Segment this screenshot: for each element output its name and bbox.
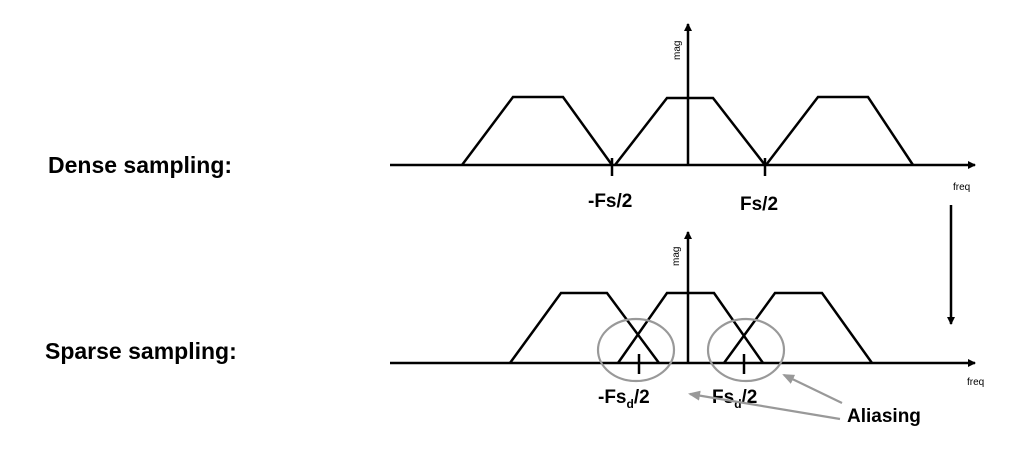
sparse-plot: mag freq -Fsd/2 Fsd/2 Aliasing — [390, 231, 984, 427]
aliasing-circle-right — [706, 317, 786, 383]
aliasing-arrow-right — [782, 374, 843, 404]
aliasing-arrow-left — [688, 390, 841, 421]
dense-spectrum-left — [461, 95, 614, 166]
dense-sampling-label: Dense sampling: — [48, 152, 233, 178]
sparse-freq-label: freq — [967, 377, 984, 388]
dense-mag-label: mag — [672, 41, 683, 60]
sparse-sampling-label: Sparse sampling: — [45, 338, 237, 364]
aliasing-label: Aliasing — [847, 406, 921, 427]
sparse-spectrum-left — [508, 291, 661, 364]
dense-spectrum-right — [765, 95, 915, 166]
sparse-mag-label: mag — [671, 247, 682, 266]
dense-tick-neg-label: -Fs/2 — [588, 191, 632, 212]
dense-freq-label: freq — [953, 182, 970, 193]
dense-spectrum-center — [614, 96, 766, 166]
sparse-spectrum-right — [722, 291, 874, 364]
dense-plot: mag freq -Fs/2 Fs/2 — [390, 23, 976, 215]
sparse-tick-neg-label: -Fsd/2 — [598, 387, 650, 411]
aliasing-circle-left — [596, 317, 676, 383]
dense-tick-pos-label: Fs/2 — [740, 194, 778, 215]
sparse-spectrum-center — [616, 291, 765, 364]
